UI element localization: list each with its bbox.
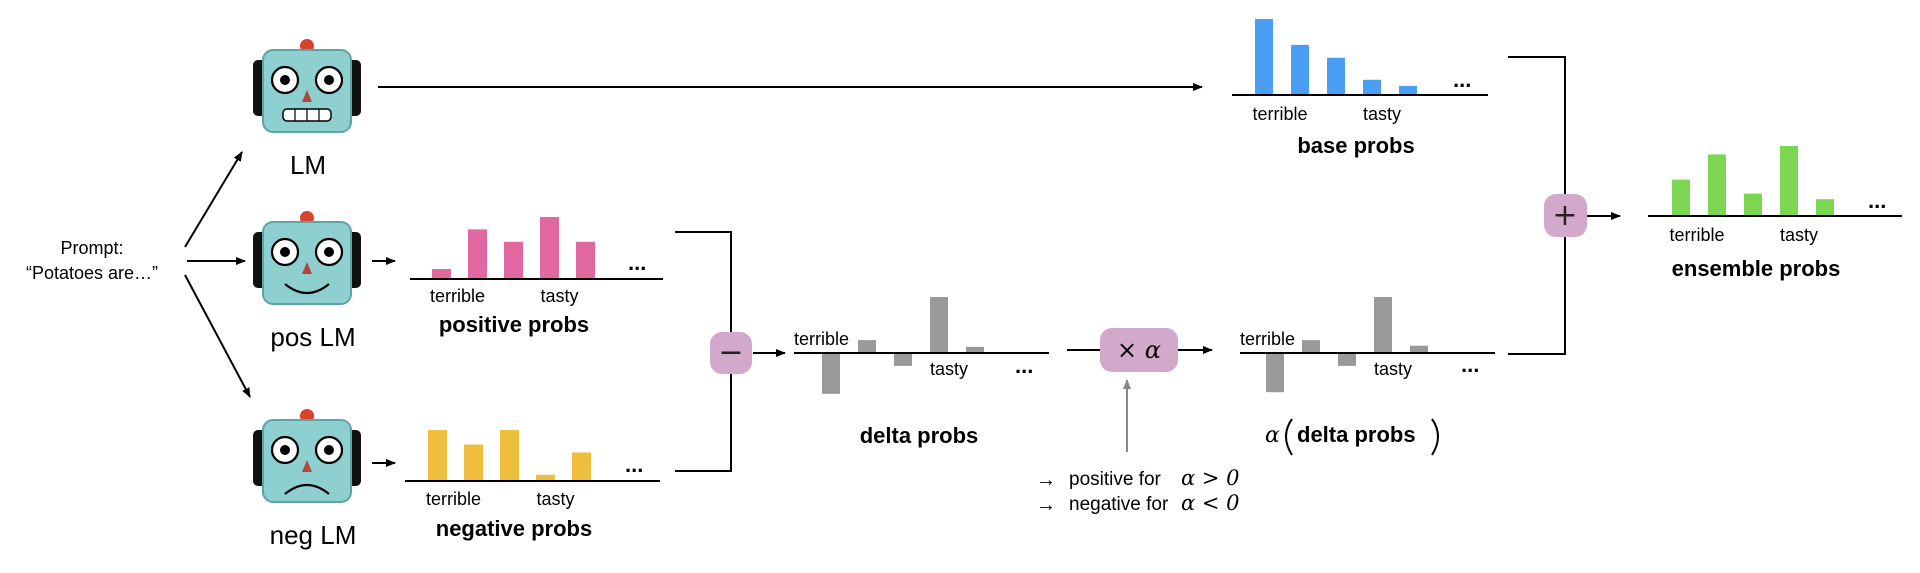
chart-title-positive: positive probs: [439, 312, 589, 337]
bar-negative-4: [572, 452, 591, 481]
tick-label-delta-0: terrible: [794, 329, 849, 349]
alpha-note-negative-math: α < 0: [1181, 491, 1240, 515]
robot-nose: [302, 460, 312, 472]
pos-lm-label: pos LM: [270, 322, 355, 352]
lm-label: LM: [290, 150, 326, 180]
ellipsis-ensemble: ...: [1868, 188, 1886, 213]
tick-label-base-1: tasty: [1363, 104, 1401, 124]
scale-symbol: × α: [1117, 336, 1161, 364]
scaled-caption-right-paren: [1431, 418, 1439, 456]
robot-pupil-right: [324, 247, 334, 257]
chart-scaled-delta: terrible tasty...: [1240, 297, 1495, 393]
bar-base-4: [1399, 85, 1417, 95]
arrow-prompt-to-lm: [184, 151, 243, 248]
bar-positive-3: [540, 217, 559, 279]
bar-delta-4: [966, 346, 984, 353]
bar-negative-2: [500, 430, 519, 481]
bar-ensemble-4: [1816, 199, 1834, 216]
bar-ensemble-2: [1744, 193, 1762, 216]
bar-scaled_delta-4: [1410, 345, 1428, 353]
scale-operator: [1100, 328, 1178, 372]
tick-label-scaled_delta-1: tasty: [1374, 359, 1412, 379]
robot-nose: [302, 90, 312, 102]
robot-lm-icon: [253, 39, 361, 133]
bar-ensemble-3: [1780, 146, 1798, 216]
tick-label-positive-0: terrible: [430, 286, 485, 306]
tick-label-negative-1: tasty: [536, 489, 574, 509]
ellipsis-positive: ...: [628, 250, 646, 275]
bar-delta-0: [822, 353, 840, 394]
alpha-note-positive-math: α > 0: [1181, 466, 1240, 490]
bar-negative-0: [428, 430, 447, 481]
bar-delta-2: [894, 353, 912, 366]
alpha-note-positive-arrow: →: [1036, 469, 1056, 491]
bar-positive-4: [576, 241, 595, 279]
subtract-operator: [710, 332, 752, 374]
tick-label-scaled_delta-0: terrible: [1240, 329, 1295, 349]
bar-positive-1: [468, 229, 487, 279]
bar-scaled_delta-3: [1374, 297, 1392, 353]
tick-label-ensemble-0: terrible: [1669, 225, 1724, 245]
chart-negative: terrible tasty... negative probs: [405, 430, 660, 541]
ellipsis-scaled_delta: ...: [1461, 352, 1479, 377]
chart-delta: terrible tasty... delta probs: [794, 297, 1049, 448]
bar-ensemble-1: [1708, 154, 1726, 216]
ellipsis-negative: ...: [625, 452, 643, 477]
tick-label-delta-1: tasty: [930, 359, 968, 379]
robot-nose: [302, 262, 312, 274]
arrow-prompt-to-neg-lm: [184, 274, 251, 398]
bar-scaled_delta-2: [1338, 353, 1356, 366]
robot-pupil-left: [280, 75, 290, 85]
robot-pupil-right: [324, 445, 334, 455]
alpha-note-positive: positive for: [1069, 469, 1162, 490]
bar-base-2: [1327, 57, 1345, 95]
prompt-line-2: “Potatoes are…”: [26, 263, 158, 283]
bar-base-3: [1363, 79, 1381, 95]
bar-positive-0: [432, 269, 451, 279]
bar-negative-3: [536, 474, 555, 481]
tick-label-positive-1: tasty: [540, 286, 578, 306]
bar-base-0: [1255, 19, 1273, 95]
neg-lm-label: neg LM: [270, 520, 357, 550]
chart-title-negative: negative probs: [436, 516, 592, 541]
add-operator: [1544, 194, 1587, 237]
scaled-caption-left-paren: [1285, 418, 1293, 456]
chart-ensemble: terrible tasty... ensemble probs: [1648, 146, 1902, 281]
robot-neg-lm-icon: [253, 409, 361, 503]
prompt-line-1: Prompt:: [60, 238, 123, 258]
chart-title-delta: delta probs: [860, 423, 979, 448]
alpha-note-negative-arrow: →: [1036, 494, 1056, 516]
tick-label-negative-0: terrible: [426, 489, 481, 509]
tick-label-ensemble-1: tasty: [1780, 225, 1818, 245]
robot-pupil-right: [324, 75, 334, 85]
bar-positive-2: [504, 241, 523, 279]
bar-scaled_delta-1: [1302, 340, 1320, 353]
robot-mouth-smile: [284, 283, 330, 295]
scaled-caption-text: delta probs: [1297, 422, 1416, 447]
bar-ensemble-0: [1672, 179, 1690, 216]
chart-title-base: base probs: [1297, 133, 1414, 158]
subtract-symbol: −: [718, 335, 743, 370]
robot-mouth-frown: [284, 483, 330, 495]
robot-pupil-left: [280, 445, 290, 455]
bar-delta-1: [858, 340, 876, 353]
chart-base: terrible tasty... base probs: [1232, 19, 1488, 158]
bar-negative-1: [464, 444, 483, 481]
robot-pupil-left: [280, 247, 290, 257]
add-symbol: +: [1552, 198, 1577, 233]
ellipsis-base: ...: [1453, 67, 1471, 92]
bar-base-1: [1291, 44, 1309, 95]
alpha-note-negative: negative for: [1069, 494, 1169, 515]
bar-delta-3: [930, 297, 948, 353]
chart-title-ensemble: ensemble probs: [1672, 256, 1841, 281]
robot-pos-lm-icon: [253, 211, 361, 305]
ellipsis-delta: ...: [1015, 353, 1033, 378]
tick-label-base-0: terrible: [1252, 104, 1307, 124]
chart-positive: terrible tasty... positive probs: [410, 217, 663, 337]
bar-scaled_delta-0: [1266, 353, 1284, 393]
scaled-caption-alpha: α: [1265, 423, 1280, 448]
